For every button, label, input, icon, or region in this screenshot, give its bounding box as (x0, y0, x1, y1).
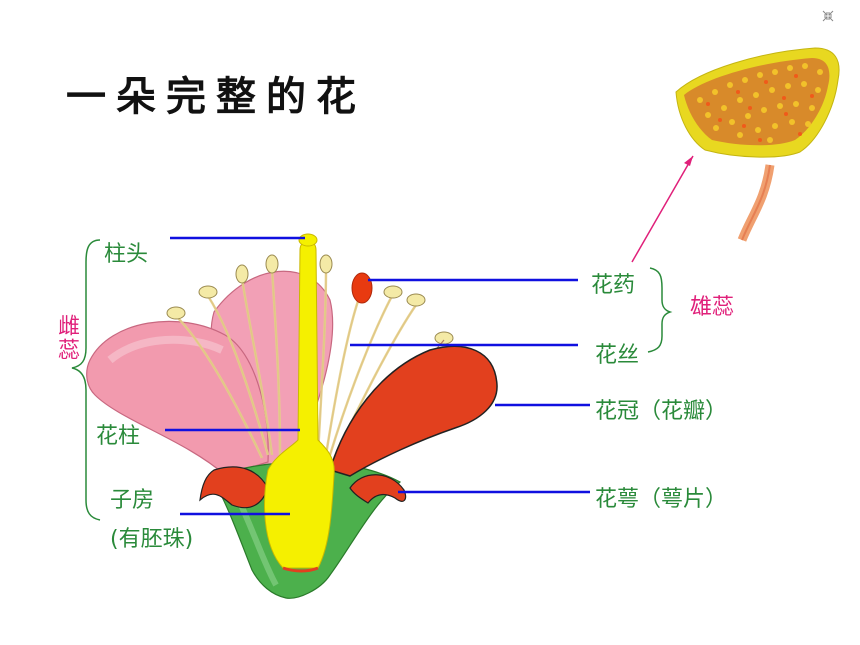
closeup-pointer (631, 155, 694, 263)
label-ovary: 子房 (110, 488, 155, 513)
label-ovary-note: (有胚珠) (110, 527, 194, 552)
group-stamen: 雄蕊 (690, 295, 735, 320)
label-style: 花柱 (96, 424, 141, 449)
stamen-brace (647, 267, 673, 353)
label-filament: 花丝 (595, 343, 640, 368)
label-sepal: 花萼（萼片） (595, 487, 728, 512)
pistil-brace (71, 239, 101, 521)
slide-title: 一朵完整的花 (66, 74, 366, 120)
anther-closeup (675, 47, 840, 242)
group-pistil: 雌蕊 (54, 314, 79, 362)
label-anther: 花药 (591, 273, 636, 298)
collapse-corner-icon (822, 10, 834, 22)
label-stigma: 柱头 (104, 242, 149, 267)
label-corolla: 花冠（花瓣） (595, 399, 728, 424)
